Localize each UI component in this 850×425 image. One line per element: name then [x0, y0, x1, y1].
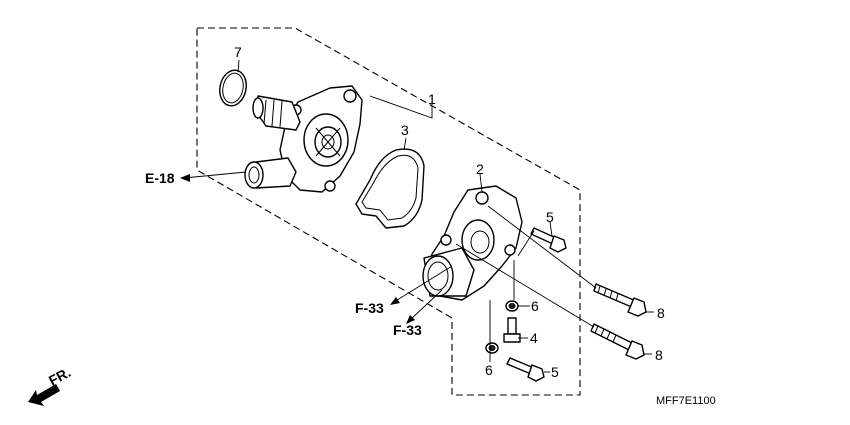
reference-e18: E-18 — [145, 170, 175, 186]
bolt-part-4 — [503, 317, 521, 343]
pump-cover-part-2 — [422, 185, 523, 301]
reference-f33-lower: F-33 — [393, 322, 422, 338]
part-number-5-lower: 5 — [551, 364, 559, 380]
part-number-8-lower: 8 — [655, 347, 663, 363]
bolt-part-8-lower — [590, 323, 645, 360]
front-direction-arrow-icon — [28, 384, 60, 406]
o-ring-part-7 — [219, 69, 247, 107]
part-number-2: 2 — [476, 161, 484, 177]
front-label: FR. — [46, 364, 73, 389]
part-number-4: 4 — [530, 330, 538, 346]
part-number-5-upper: 5 — [546, 209, 554, 225]
gasket-part-3 — [355, 148, 425, 229]
drawing-code: MFF7E1100 — [656, 395, 716, 407]
assembly-outline — [196, 27, 581, 396]
part-number-7: 7 — [234, 44, 242, 60]
part-number-1: 1 — [428, 91, 436, 107]
bolt-part-8-upper — [593, 283, 647, 317]
washer-part-6-lower — [485, 342, 499, 354]
part-number-3: 3 — [401, 122, 409, 138]
reference-f33-upper: F-33 — [355, 300, 384, 316]
part-number-6-lower: 6 — [485, 362, 493, 378]
part-number-8-upper: 8 — [657, 305, 665, 321]
water-pump-body-part-1 — [244, 85, 363, 193]
bolt-part-5-upper — [530, 227, 567, 253]
part-number-6-upper: 6 — [531, 298, 539, 314]
bolt-part-5-lower — [506, 357, 545, 382]
washer-part-6-upper — [505, 300, 519, 312]
